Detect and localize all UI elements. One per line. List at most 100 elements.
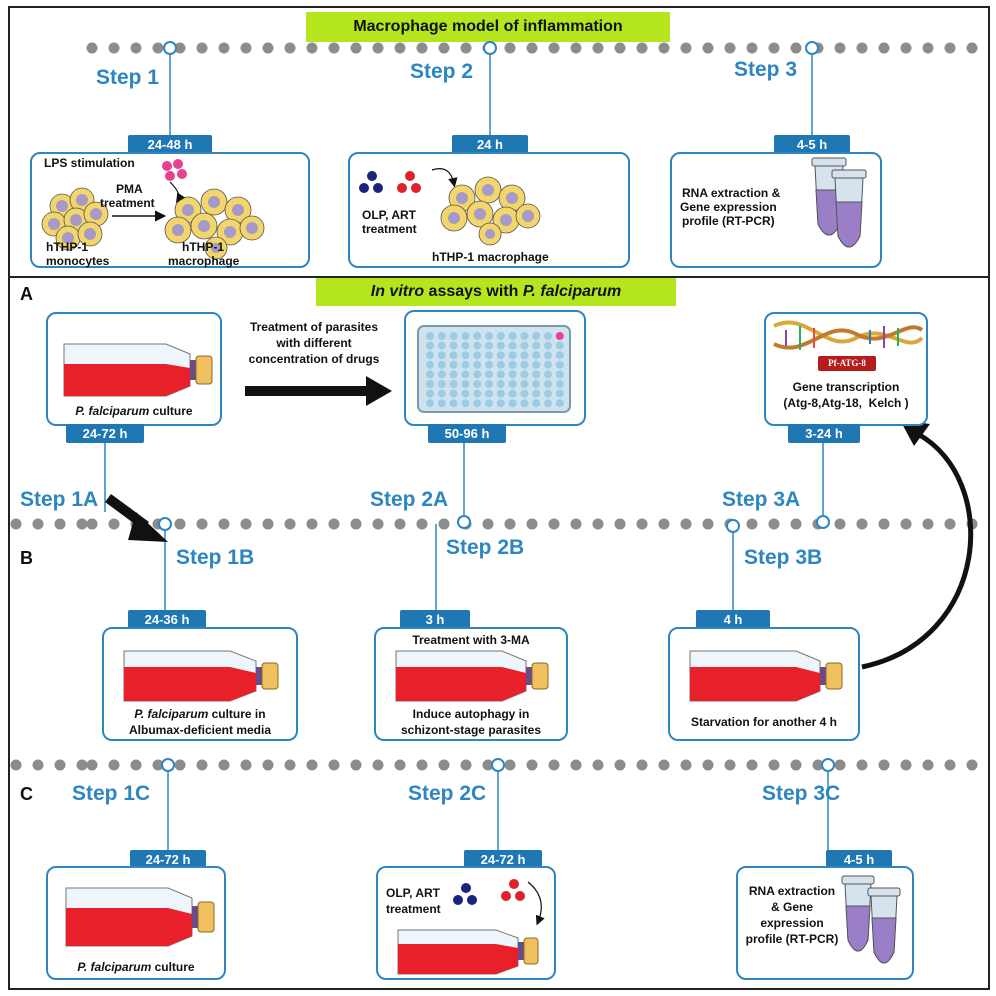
tubes-illustration bbox=[811, 157, 867, 248]
plate-well bbox=[544, 399, 552, 408]
timeline-dot bbox=[790, 759, 802, 771]
box-step-2a bbox=[404, 310, 586, 426]
lps-label: LPS stimulation bbox=[44, 156, 135, 170]
plate-well bbox=[520, 341, 529, 350]
plate-well bbox=[496, 399, 505, 408]
plate-well bbox=[555, 341, 564, 350]
plate-well bbox=[496, 370, 505, 379]
timeline-dot bbox=[878, 759, 890, 771]
culture-label-1b: P. falciparum culture in bbox=[104, 707, 296, 721]
timeline-dot bbox=[372, 759, 384, 771]
treatment-3ma-label: Treatment with 3-MA bbox=[412, 633, 530, 647]
plate-well bbox=[426, 370, 434, 379]
timeline-dot bbox=[900, 518, 912, 530]
timeline-dot bbox=[878, 518, 890, 530]
timeline-dot bbox=[658, 42, 670, 54]
plate-well bbox=[437, 351, 446, 360]
hthp1-macrophage-label: hTHP-1 macrophage bbox=[432, 250, 549, 264]
plate-well bbox=[449, 370, 458, 379]
plate-well bbox=[449, 380, 458, 388]
plate-well bbox=[555, 370, 564, 379]
culture-flask-1c bbox=[65, 887, 215, 947]
timeline-dot bbox=[680, 518, 692, 530]
timeline-dot bbox=[240, 518, 252, 530]
culture-label-1a-italic: P. falciparum bbox=[75, 404, 150, 418]
timeline-dot bbox=[438, 42, 450, 54]
timeline-dot bbox=[768, 518, 780, 530]
albumax-label: Albumax-deficient media bbox=[128, 723, 272, 737]
step-2c: Step 2C bbox=[408, 782, 487, 805]
timeline-dot bbox=[834, 42, 846, 54]
plate-well bbox=[426, 351, 434, 360]
culture-flask-1a bbox=[63, 343, 213, 397]
plate-well bbox=[449, 399, 458, 408]
plate-well bbox=[544, 341, 552, 350]
timeline-dot bbox=[174, 759, 186, 771]
step-2b: Step 2B bbox=[446, 536, 525, 559]
timeline-dot bbox=[262, 518, 274, 530]
olp-art-treatment-label-c: treatment bbox=[386, 902, 441, 916]
timeline-dot bbox=[768, 759, 780, 771]
timeline-dot bbox=[54, 518, 66, 530]
timeline-dot bbox=[218, 42, 230, 54]
timeline-dot bbox=[438, 759, 450, 771]
plate-well bbox=[532, 341, 541, 350]
timeline-dot bbox=[614, 759, 626, 771]
timeline-dot bbox=[856, 42, 868, 54]
timeline-dot bbox=[724, 42, 736, 54]
timeline-dot bbox=[86, 759, 98, 771]
plate-well bbox=[520, 399, 529, 408]
rna-c-line-2: & Gene bbox=[770, 900, 813, 914]
timeline-dot bbox=[372, 42, 384, 54]
timeline-dot bbox=[724, 759, 736, 771]
timeline-dot bbox=[548, 42, 560, 54]
timeline-dot bbox=[108, 759, 120, 771]
plate-well bbox=[461, 332, 470, 340]
plate-well bbox=[473, 370, 482, 379]
culture-label-1b-italic: P. falciparum bbox=[134, 707, 209, 721]
plate-well bbox=[555, 351, 564, 360]
timeline-dot bbox=[196, 759, 208, 771]
culture-label-1c-italic: P. falciparum bbox=[77, 960, 152, 974]
rna-c-line-3: expression bbox=[760, 916, 824, 930]
timeline-dot bbox=[284, 759, 296, 771]
monocyte-label-1: hTHP-1 bbox=[46, 240, 88, 254]
plate-well bbox=[508, 341, 517, 350]
timeline-dot bbox=[746, 42, 758, 54]
timeline-dot bbox=[460, 759, 472, 771]
dna-illustration bbox=[773, 320, 924, 371]
duration-tag-1: 24-48 h bbox=[128, 135, 212, 154]
timeline-dot bbox=[240, 759, 252, 771]
arrow-text-2: with different bbox=[276, 336, 352, 350]
timeline-dot bbox=[680, 42, 692, 54]
bottom-banner: In vitro assays with P. falciparum bbox=[316, 278, 676, 306]
connector-lines bbox=[104, 48, 829, 852]
step-1b: Step 1B bbox=[176, 546, 255, 569]
plate-well bbox=[473, 399, 482, 408]
plate-well bbox=[532, 380, 541, 388]
timeline-dot bbox=[108, 42, 120, 54]
culture-flask-2b bbox=[395, 650, 549, 702]
box-step-3: RNA extraction & Gene expression profile… bbox=[670, 152, 882, 268]
timeline-dot bbox=[592, 759, 604, 771]
plate-well bbox=[437, 332, 446, 340]
plate-well bbox=[426, 380, 434, 388]
rna-c-line-1: RNA extraction bbox=[748, 884, 836, 898]
step-3b: Step 3B bbox=[744, 546, 823, 569]
plate-well bbox=[461, 380, 470, 388]
timeline-dot bbox=[350, 518, 362, 530]
plate-well bbox=[532, 399, 541, 408]
step-3a: Step 3A bbox=[722, 488, 801, 511]
timeline-dot bbox=[32, 518, 44, 530]
plate-well bbox=[485, 380, 493, 388]
plate-well bbox=[508, 332, 517, 340]
plate-well bbox=[426, 360, 434, 369]
plate-well bbox=[426, 389, 434, 398]
plate-well bbox=[485, 370, 493, 379]
timeline-dot bbox=[32, 759, 44, 771]
timeline-dot bbox=[350, 42, 362, 54]
plate-well bbox=[449, 341, 458, 350]
plate-well bbox=[508, 380, 517, 388]
culture-label-1a-rest: culture bbox=[149, 404, 193, 418]
